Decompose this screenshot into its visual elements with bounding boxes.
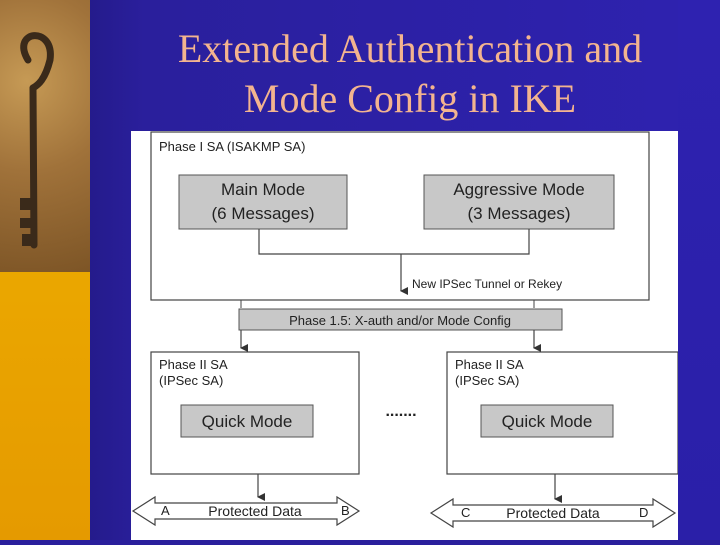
main-mode-box (178, 174, 348, 230)
protected-data-right-arrow (429, 497, 677, 529)
main-mode-messages: (6 Messages) (212, 204, 315, 223)
ellipsis: ....... (385, 403, 416, 420)
aggressive-mode-label: Aggressive Mode (453, 180, 584, 199)
tunnel-label: New IPSec Tunnel or Rekey (412, 277, 562, 291)
aggressive-mode-box (423, 174, 615, 230)
slide-title: Extended Authentication and Mode Config … (120, 24, 700, 124)
main-mode-label: Main Mode (221, 180, 305, 199)
protected-data-left-label: Protected Data (208, 503, 302, 519)
aggressive-mode-messages: (3 Messages) (468, 204, 571, 223)
protected-data-right-label: Protected Data (506, 505, 600, 521)
phase2-left-label: Phase II SA (159, 357, 228, 372)
endpoint-c: C (461, 505, 470, 520)
mode-merge-connector (258, 229, 530, 255)
ike-diagram-svg: Phase I SA (ISAKMP SA) Main Mode (6 Mess… (131, 131, 679, 529)
title-line-2: Mode Config in IKE (243, 76, 577, 121)
phase1-label: Phase I SA (ISAKMP SA) (159, 139, 305, 154)
quick-mode-right-box (480, 404, 614, 438)
phase2-right-label: Phase II SA (455, 357, 524, 372)
phase15-label: Phase 1.5: X-auth and/or Mode Config (289, 313, 511, 328)
antique-key-image (0, 0, 90, 272)
endpoint-b: B (341, 503, 350, 518)
title-line-1: Extended Authentication and (177, 26, 643, 71)
endpoint-d: D (639, 505, 648, 520)
phase2-right-sublabel: (IPSec SA) (455, 373, 519, 388)
phase2-left-sublabel: (IPSec SA) (159, 373, 223, 388)
phase15-bar (238, 308, 563, 331)
ike-diagram: Phase I SA (ISAKMP SA) Main Mode (6 Mess… (131, 131, 679, 540)
quick-mode-left-box (180, 404, 314, 438)
right-background-strip (678, 0, 720, 540)
protected-data-left-arrow (131, 495, 361, 527)
key-icon (20, 32, 54, 249)
quick-mode-right-label: Quick Mode (502, 412, 593, 431)
quick-mode-left-label: Quick Mode (202, 412, 293, 431)
endpoint-a: A (161, 503, 170, 518)
